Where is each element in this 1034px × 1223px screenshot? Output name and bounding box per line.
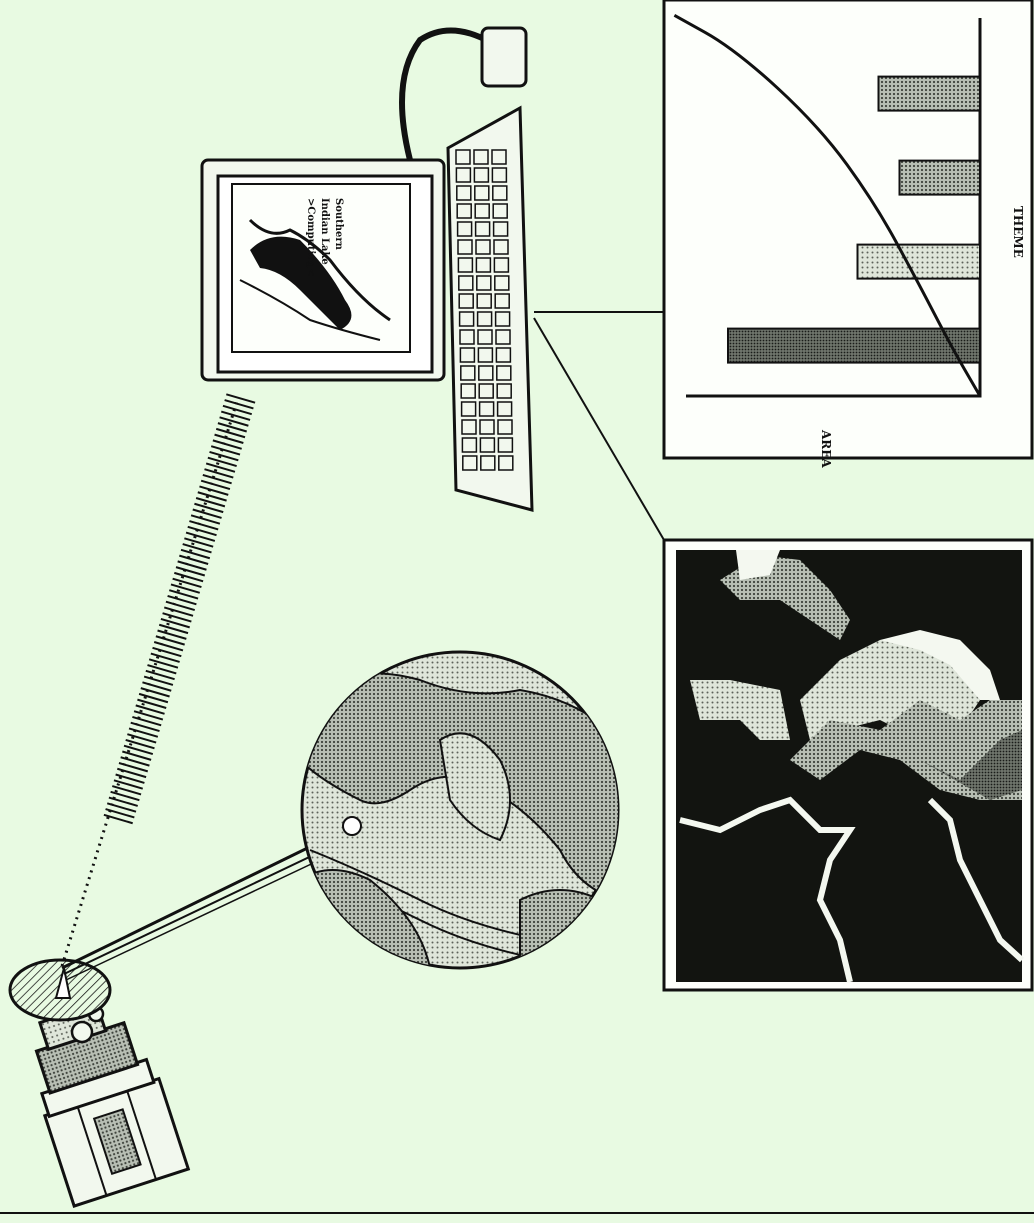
- keyboard-key: [496, 330, 510, 344]
- keyboard-key: [460, 330, 474, 344]
- keyboard-key: [498, 402, 512, 416]
- keyboard-key: [498, 438, 512, 452]
- keyboard-key: [478, 330, 492, 344]
- keyboard-key: [458, 258, 472, 272]
- chart-bar: [858, 245, 981, 279]
- keyboard-key: [497, 384, 511, 398]
- keyboard-key: [499, 456, 513, 470]
- keyboard-key: [476, 258, 490, 272]
- chart-ylabel: AREA: [819, 429, 833, 468]
- keyboard-key: [496, 348, 510, 362]
- chart-bar: [900, 161, 981, 195]
- keyboard-key: [478, 312, 492, 326]
- map-label-line-2: Indian Lake: [319, 198, 330, 265]
- keyboard-key: [495, 276, 509, 290]
- keyboard-key: [477, 276, 491, 290]
- keyboard-key: [462, 402, 476, 416]
- satellite: [10, 960, 188, 1206]
- keyboard-key: [460, 312, 474, 326]
- keyboard-key: [463, 456, 477, 470]
- chart-xlabel: THEME: [1011, 206, 1025, 258]
- keyboard-key: [493, 204, 507, 218]
- callout-line-map: [534, 318, 664, 540]
- classified-raster-map: [664, 540, 1032, 990]
- keyboard-key: [480, 402, 494, 416]
- keyboard-key: [492, 150, 506, 164]
- keyboard-key: [458, 240, 472, 254]
- computer-workstation: Southern Indian Lake >Computing<: [202, 28, 532, 510]
- keyboard-key: [492, 168, 506, 182]
- keyboard-key: [495, 294, 509, 308]
- keyboard-key: [478, 348, 492, 362]
- keyboard-key: [493, 186, 507, 200]
- keyboard-key: [458, 222, 472, 236]
- keyboard-key: [494, 222, 508, 236]
- keyboard-key: [461, 384, 475, 398]
- keyboard-key: [462, 420, 476, 434]
- earth-globe: [300, 652, 620, 970]
- keyboard-key: [477, 294, 491, 308]
- keyboard-key: [475, 186, 489, 200]
- keyboard-key: [456, 150, 470, 164]
- keyboard-key: [474, 168, 488, 182]
- keyboard-key: [481, 456, 495, 470]
- keyboard-key: [496, 312, 510, 326]
- keyboard-key: [494, 240, 508, 254]
- keyboard-key: [474, 150, 488, 164]
- signal-transmission-bars: [118, 394, 242, 820]
- keyboard-key: [456, 168, 470, 182]
- keyboard-key: [459, 294, 473, 308]
- keyboard-key: [479, 384, 493, 398]
- keyboard-key: [480, 438, 494, 452]
- keyboard-key: [476, 222, 490, 236]
- chart-bar: [728, 329, 980, 363]
- map-label-line-1: Southern: [333, 198, 344, 251]
- chart-bar: [879, 77, 981, 111]
- keyboard-key: [457, 204, 471, 218]
- keyboard-key: [476, 240, 490, 254]
- sensor-footprint-marker: [343, 817, 361, 835]
- keyboard-key: [479, 366, 493, 380]
- keyboard-key: [475, 204, 489, 218]
- keyboard-key: [457, 186, 471, 200]
- keyboard-key: [498, 420, 512, 434]
- keyboard-key: [462, 438, 476, 452]
- map-label-line-3: >Computing<: [305, 198, 316, 277]
- keyboard-key: [497, 366, 511, 380]
- connector-plug: [482, 28, 526, 86]
- chart-panel: THEME AREA: [664, 0, 1032, 468]
- keyboard-key: [480, 420, 494, 434]
- keyboard-key: [461, 366, 475, 380]
- keyboard-key: [494, 258, 508, 272]
- keyboard-key: [460, 348, 474, 362]
- keyboard-key: [459, 276, 473, 290]
